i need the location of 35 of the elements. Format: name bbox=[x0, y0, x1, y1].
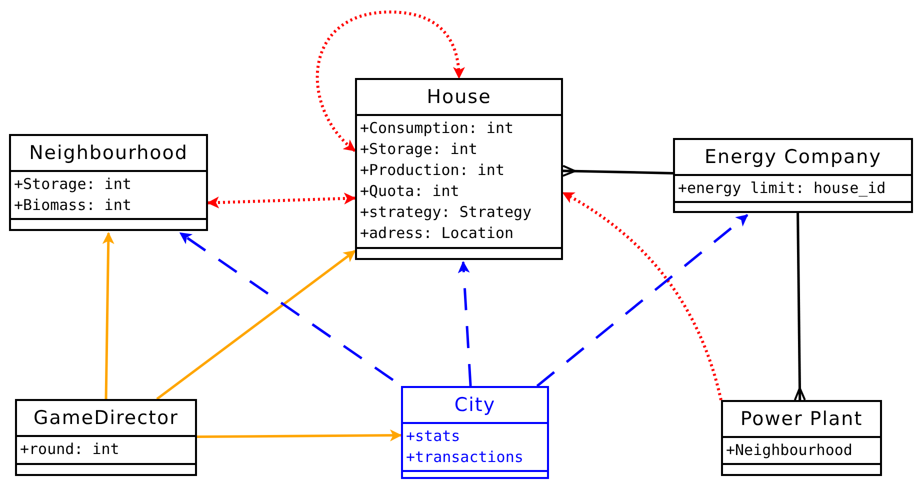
attribute-text: +stats bbox=[406, 426, 462, 447]
attribute-text: +Consumption: int bbox=[360, 118, 515, 139]
uml-class-box bbox=[721, 400, 882, 476]
association-line bbox=[562, 164, 674, 177]
class-name: House bbox=[426, 84, 492, 110]
uml-class-box bbox=[9, 134, 208, 231]
arrow bbox=[562, 191, 722, 400]
class-name: Energy Company bbox=[704, 144, 882, 170]
class-name: GameDirector bbox=[34, 406, 178, 431]
attribute-text: +round: int bbox=[20, 439, 120, 460]
uml-class-box bbox=[15, 399, 197, 476]
attribute-text: +Production: int bbox=[360, 160, 506, 181]
arrow bbox=[179, 232, 394, 382]
class-name: Power Plant bbox=[740, 406, 863, 432]
attribute-text: +energy limit: house_id bbox=[678, 178, 887, 199]
uml-class-box bbox=[401, 386, 549, 479]
arrow bbox=[536, 214, 748, 387]
attribute-text: +Neighbourhood bbox=[726, 440, 854, 461]
arrow bbox=[156, 250, 356, 400]
arrow bbox=[102, 232, 114, 400]
arrow bbox=[316, 10, 465, 152]
attribute-text: +Storage: int bbox=[360, 139, 478, 160]
attribute-text: +transactions bbox=[406, 447, 524, 468]
association-line bbox=[794, 212, 806, 402]
uml-class-box bbox=[355, 78, 563, 260]
attribute-text: +Quota: int bbox=[360, 181, 460, 202]
class-name: Neighbourhood bbox=[29, 140, 188, 166]
attribute-text: +adress: Location bbox=[360, 223, 515, 244]
arrow bbox=[207, 192, 356, 208]
attribute-text: +Biomass: int bbox=[14, 195, 132, 216]
class-name: City bbox=[454, 392, 496, 418]
attribute-text: +strategy: Strategy bbox=[360, 202, 533, 223]
attribute-text: +Storage: int bbox=[14, 174, 132, 195]
arrow bbox=[197, 429, 402, 442]
uml-class-box bbox=[673, 138, 913, 213]
